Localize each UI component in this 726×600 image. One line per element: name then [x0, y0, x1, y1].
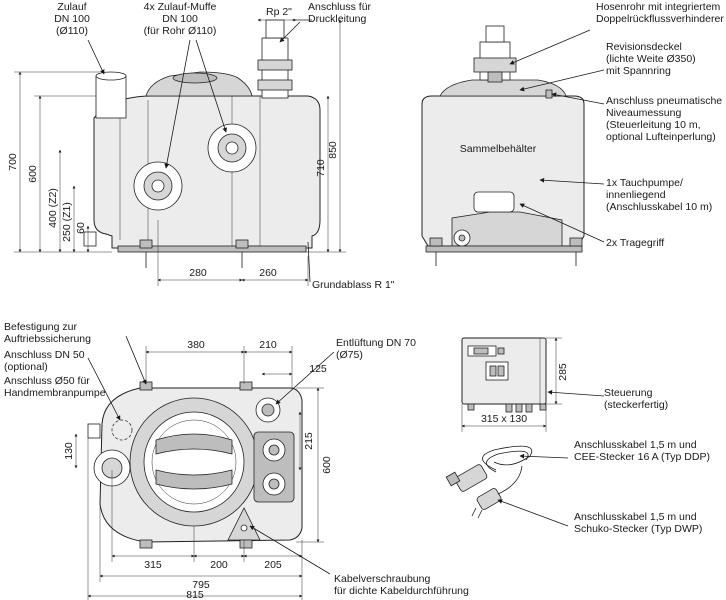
- dim-315x130: 315 x 130: [481, 413, 527, 425]
- dim-210: 210: [259, 339, 277, 351]
- side-tank-body: [421, 95, 585, 247]
- front-inlet-pipe: [95, 75, 127, 119]
- side-pump-handle: [473, 191, 515, 213]
- label-zulauf-2: DN 100: [54, 13, 90, 25]
- label-entlueftung-2: (Ø75): [336, 349, 363, 361]
- dim-850: 850: [327, 141, 339, 159]
- label-befestigung-1: Befestigung zur: [4, 321, 77, 333]
- dim-600: 600: [27, 165, 39, 183]
- label-dwp-1: Anschlusskabel 1,5 m und: [574, 511, 697, 523]
- label-tragegriff: 2x Tragegriff: [606, 237, 664, 249]
- dim-215: 215: [303, 432, 315, 450]
- label-befestigung-2: Auftriebssicherung: [4, 333, 91, 345]
- label-dn50-2: (optional): [4, 361, 48, 373]
- label-pumpe-1: 1x Tauchpumpe/: [606, 177, 683, 189]
- front-view: Zulauf DN 100 (Ø110) 4x Zulauf-Muffe DN …: [7, 1, 395, 291]
- label-hand-1: Anschluss Ø50 für: [4, 375, 90, 387]
- label-entlueftung-1: Entlüftung DN 70: [336, 337, 416, 349]
- label-dn50-1: Anschluss DN 50: [4, 349, 85, 361]
- label-revision-1: Revisionsdeckel: [606, 41, 682, 53]
- schuko-plug: [476, 488, 502, 510]
- dim-260: 260: [259, 267, 277, 279]
- dim-700: 700: [7, 153, 19, 171]
- label-dwp-2: Schuko-Stecker (Typ DWP): [574, 523, 702, 535]
- dim-600-top: 600: [321, 456, 333, 474]
- label-sammel: Sammelbehälter: [460, 143, 537, 155]
- dim-205: 205: [264, 559, 282, 571]
- label-kabel-2: für dichte Kabeldurchführung: [334, 585, 469, 597]
- control-unit: 285 315 x 130 Steuerung (steckerfertig) …: [445, 337, 710, 535]
- front-tank-body: [93, 95, 321, 249]
- top-view: Befestigung zur Auftriebssicherung Ansch…: [4, 321, 469, 600]
- label-pneumatik-4: optional Lufteinperlung): [606, 131, 716, 143]
- dim-795: 795: [192, 579, 210, 591]
- dim-815: 815: [186, 589, 204, 600]
- top-dn50-dashed: [111, 419, 133, 441]
- label-pumpe-3: (Anschlusskabel 10 m): [606, 201, 712, 213]
- label-steuerung-1: Steuerung: [604, 387, 653, 399]
- label-ddp-1: Anschlusskabel 1,5 m und: [574, 439, 697, 451]
- front-lid-ring: [172, 72, 218, 84]
- side-lid: [439, 79, 567, 97]
- label-pneumatik-3: (Steuerleitung 10 m,: [606, 119, 701, 131]
- label-muffe-2: DN 100: [162, 13, 198, 25]
- label-pumpe-2: innenliegend: [606, 189, 666, 201]
- dim-285: 285: [557, 363, 569, 381]
- label-hosenrohr-1: Hosenrohr mit integriertem: [596, 1, 721, 13]
- dim-60: 60: [75, 222, 87, 234]
- label-grundablass: Grundablass R 1": [312, 279, 395, 291]
- dim-280: 280: [189, 267, 207, 279]
- label-revision-2: (lichte Weite Ø350): [606, 53, 696, 65]
- side-view: Hosenrohr mit integriertem Doppelrückflu…: [421, 1, 724, 266]
- label-rp: Rp 2": [266, 6, 292, 18]
- label-muffe-3: (für Rohr Ø110): [144, 25, 217, 37]
- control-cable-ddp: [482, 445, 533, 471]
- dim-380: 380: [187, 339, 205, 351]
- dim-130: 130: [63, 442, 75, 460]
- dim-315: 315: [144, 559, 162, 571]
- dim-250: 250 (Z1): [61, 202, 73, 242]
- label-revision-3: mit Spannring: [606, 65, 671, 77]
- dim-125: 125: [309, 363, 327, 375]
- label-pneumatik-1: Anschluss pneumatische: [606, 95, 722, 107]
- label-hosenrohr-2: Doppelrückflussverhinderer: [596, 13, 724, 25]
- dim-400: 400 (Z2): [47, 188, 59, 228]
- label-zulauf-3: (Ø110): [56, 25, 88, 37]
- front-lid: [145, 71, 253, 97]
- label-steuerung-2: (steckerfertig): [604, 399, 668, 411]
- label-zulauf-1: Zulauf: [57, 1, 86, 13]
- label-ddp-2: CEE-Stecker 16 A (Typ DDP): [574, 451, 710, 463]
- cee-plug: [454, 464, 488, 492]
- label-muffe-1: 4x Zulauf-Muffe: [144, 1, 217, 13]
- label-druck-2: Druckleitung: [308, 13, 367, 25]
- label-druck-1: Anschluss für: [308, 1, 372, 13]
- dim-200: 200: [210, 559, 228, 571]
- dim-710: 710: [315, 159, 327, 177]
- label-kabel-1: Kabelverschraubung: [334, 573, 430, 585]
- label-hand-2: Handmembranpumpe: [4, 387, 106, 399]
- label-pneumatik-2: Niveaumessung: [606, 107, 681, 119]
